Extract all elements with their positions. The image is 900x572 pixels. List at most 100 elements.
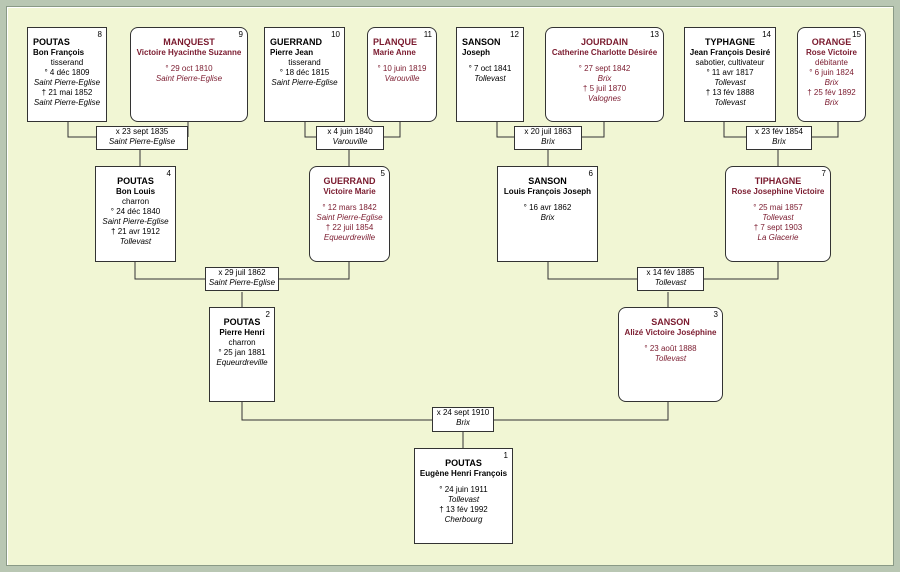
person-box-12[interactable]: 12 SANSON Joseph ° 7 oct 1841 Tollevast — [456, 27, 524, 122]
person-number: 5 — [380, 169, 385, 178]
person-given-name: Victoire Hyacinthe Suzanne — [136, 48, 242, 57]
marriage-box-4-5[interactable]: x 29 juil 1862 Saint Pierre-Eglise — [205, 267, 279, 291]
person-surname: POUTAS — [33, 37, 70, 47]
person-number: 13 — [650, 30, 659, 39]
person-birth: ° 11 avr 1817 — [706, 68, 754, 77]
person-death-place: Valognes — [587, 94, 622, 103]
person-surname: SANSON — [651, 317, 690, 327]
connector-6-7 — [547, 262, 637, 280]
person-occupation: tisserand — [288, 58, 321, 67]
person-surname: SANSON — [528, 176, 567, 186]
person-birth: ° 29 oct 1810 — [165, 64, 213, 73]
person-death: † 13 fév 1888 — [705, 88, 755, 97]
person-box-7[interactable]: 7 TIPHAGNE Rose Josephine Victoire ° 25 … — [725, 166, 831, 262]
person-surname: MANQUEST — [163, 37, 215, 47]
person-birth-place: Tollevast — [714, 78, 746, 87]
person-birth: ° 25 mai 1857 — [753, 203, 803, 212]
person-number: 14 — [762, 30, 771, 39]
person-box-13[interactable]: 13 JOURDAIN Catherine Charlotte Désirée … — [545, 27, 664, 122]
person-box-3[interactable]: 3 SANSON Alizé Victoire Joséphine ° 23 a… — [618, 307, 723, 402]
person-number: 3 — [713, 310, 718, 319]
person-birth: ° 4 déc 1809 — [44, 68, 90, 77]
person-death-place: Tollevast — [119, 237, 152, 246]
person-number: 11 — [423, 30, 432, 39]
person-number: 4 — [166, 169, 171, 178]
person-box-4[interactable]: 4 POUTAS Bon Louis charron ° 24 déc 1840… — [95, 166, 176, 262]
person-given-name: Rose Victoire — [806, 48, 857, 57]
marriage-place: Saint Pierre-Eglise — [108, 137, 176, 146]
person-number: 9 — [238, 30, 243, 39]
person-box-11[interactable]: 11 PLANQUE Marie Anne ° 10 juin 1819 Var… — [367, 27, 437, 122]
marriage-box-14-15[interactable]: x 23 fév 1854 Brix — [746, 126, 812, 150]
person-birth: ° 7 oct 1841 — [468, 64, 512, 73]
person-given-name: Jean François Desiré — [689, 48, 771, 57]
marriage-box-6-7[interactable]: x 14 fév 1885 Tollevast — [637, 267, 704, 291]
person-death: † 21 mai 1852 — [41, 88, 93, 97]
person-box-6[interactable]: 6 SANSON Louis François Joseph ° 16 avr … — [497, 166, 598, 262]
person-box-8[interactable]: 8 POUTAS Bon François tisserand ° 4 déc … — [27, 27, 107, 122]
person-birth-place: Tollevast — [762, 213, 794, 222]
person-box-2[interactable]: 2 POUTAS Pierre Henri charron ° 25 jan 1… — [209, 307, 275, 402]
person-occupation: charron — [121, 197, 150, 206]
marriage-box-8-9[interactable]: x 23 sept 1835 Saint Pierre-Eglise — [96, 126, 188, 150]
person-number: 10 — [331, 30, 340, 39]
person-number: 15 — [852, 30, 861, 39]
marriage-box-10-11[interactable]: x 4 juin 1840 Varouville — [316, 126, 384, 150]
person-death-place: Cherbourg — [444, 515, 483, 524]
person-surname: TIPHAGNE — [754, 176, 802, 186]
marriage-date: x 4 juin 1840 — [327, 127, 373, 136]
person-box-9[interactable]: 9 MANQUEST Victoire Hyacinthe Suzanne ° … — [130, 27, 248, 122]
person-given-name: Eugène Henri François — [419, 469, 508, 478]
person-given-name: Catherine Charlotte Désirée — [551, 48, 658, 57]
person-number: 7 — [821, 169, 826, 178]
person-birth: ° 12 mars 1842 — [322, 203, 377, 212]
marriage-date: x 23 fév 1854 — [754, 127, 804, 136]
person-box-1[interactable]: 1 POUTAS Eugène Henri François ° 24 juin… — [414, 448, 513, 544]
person-surname: SANSON — [462, 37, 501, 47]
person-box-5[interactable]: 5 GUERRAND Victoire Marie ° 12 mars 1842… — [309, 166, 390, 262]
person-death-place: Tollevast — [714, 98, 746, 107]
marriage-place: Brix — [456, 418, 470, 427]
person-surname: JOURDAIN — [580, 37, 628, 47]
person-death-place: Saint Pierre-Eglise — [33, 98, 101, 107]
person-given-name: Bon François — [33, 48, 85, 57]
person-box-15[interactable]: 15 ORANGE Rose Victoire débitante ° 6 ju… — [797, 27, 866, 122]
person-birth: ° 23 août 1888 — [644, 344, 697, 353]
person-surname: ORANGE — [811, 37, 852, 47]
marriage-date: x 20 juil 1863 — [524, 127, 572, 136]
person-given-name: Victoire Marie — [323, 187, 376, 196]
marriage-date: x 24 sept 1910 — [436, 408, 490, 417]
person-box-10[interactable]: 10 GUERRAND Pierre Jean tisserand ° 18 d… — [264, 27, 345, 122]
person-birth-place: Tollevast — [447, 495, 480, 504]
person-birth-place: Brix — [597, 74, 612, 83]
person-death: † 22 juil 1854 — [325, 223, 374, 232]
person-number: 8 — [97, 30, 102, 39]
person-birth-place: Tollevast — [654, 354, 687, 363]
marriage-box-12-13[interactable]: x 20 juil 1863 Brix — [514, 126, 582, 150]
marriage-box-2-3[interactable]: x 24 sept 1910 Brix — [432, 407, 494, 432]
person-surname: POUTAS — [117, 176, 154, 186]
person-death: † 7 sept 1903 — [753, 223, 803, 232]
person-birth-place: Brix — [824, 78, 839, 87]
person-birth-place: Saint Pierre-Eglise — [155, 74, 223, 83]
person-death: † 13 fév 1992 — [439, 505, 488, 514]
person-occupation: tisserand — [50, 58, 84, 67]
marriage-date: x 14 fév 1885 — [646, 268, 695, 277]
person-death-place: Brix — [824, 98, 839, 107]
person-surname: GUERRAND — [323, 176, 376, 186]
person-given-name: Pierre Henri — [219, 328, 265, 337]
person-given-name: Marie Anne — [373, 48, 416, 57]
connector-13-12 — [582, 122, 605, 138]
connector-8-9 — [67, 122, 96, 138]
person-birth-place: Saint Pierre-Eglise — [33, 78, 101, 87]
person-box-14[interactable]: 14 TYPHAGNE Jean François Desiré sabotie… — [684, 27, 776, 122]
person-birth: ° 24 juin 1911 — [439, 485, 488, 494]
person-birth: ° 16 avr 1862 — [523, 203, 572, 212]
person-death: † 5 juil 1870 — [582, 84, 627, 93]
person-birth-place: Brix — [540, 213, 555, 222]
person-surname: POUTAS — [223, 317, 261, 327]
connector-2-3 — [241, 402, 432, 421]
person-birth: ° 10 juin 1819 — [377, 64, 427, 73]
person-number: 12 — [510, 30, 519, 39]
